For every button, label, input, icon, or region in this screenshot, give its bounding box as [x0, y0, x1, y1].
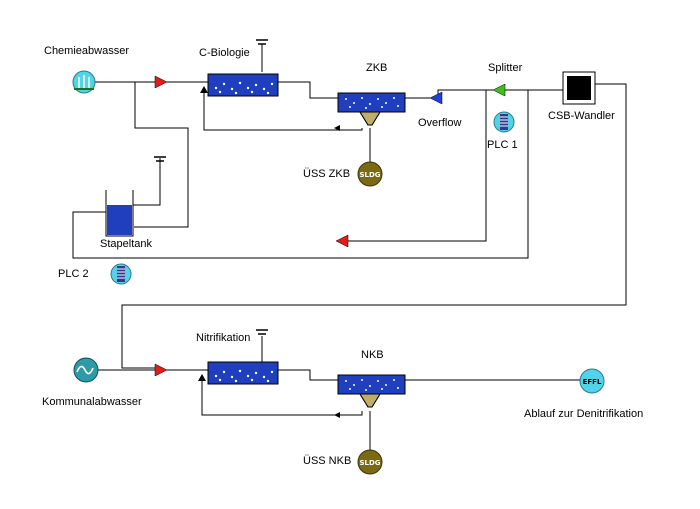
- bypass-mixer: [335, 234, 349, 248]
- plc2-icon[interactable]: [110, 263, 132, 285]
- label-splitter: Splitter: [488, 62, 523, 74]
- chemie-influent-icon[interactable]: [72, 70, 96, 94]
- label-zkb: ZKB: [366, 62, 388, 74]
- effluent-icon[interactable]: EFFL: [579, 368, 605, 394]
- mixer-lower: [154, 363, 168, 377]
- c-biologie-tank: [207, 73, 279, 97]
- label-plc1: PLC 1: [487, 139, 518, 151]
- label-stapeltank: Stapeltank: [100, 238, 152, 250]
- zkb-clarifier: [337, 92, 406, 126]
- label-overflow: Overflow: [418, 117, 462, 129]
- label-plc2: PLC 2: [58, 268, 89, 280]
- nkb-clarifier: [337, 374, 406, 408]
- kommunal-influent-icon[interactable]: [73, 357, 99, 383]
- label-c-biologie: C-Biologie: [199, 47, 250, 59]
- label-uess-nkb: ÜSS NKB: [303, 455, 352, 467]
- sludge-zkb-text: SLDG: [359, 171, 380, 179]
- sludge-nkb-icon[interactable]: SLDG: [357, 449, 383, 475]
- label-uess-zkb: ÜSS ZKB: [303, 168, 351, 180]
- csb-wandler-box: [562, 71, 596, 105]
- label-nitrifikation: Nitrifikation: [196, 332, 251, 344]
- splitter-junction: [492, 83, 506, 97]
- label-chemieabwasser: Chemieabwasser: [44, 45, 129, 57]
- overflow-junction: [429, 91, 443, 105]
- stapeltank-tank: [105, 190, 134, 237]
- nitrifikation-tank: [207, 361, 279, 385]
- label-csb-wandler: CSB-Wandler: [548, 110, 615, 122]
- label-nkb: NKB: [361, 349, 384, 361]
- sludge-zkb-icon[interactable]: SLDG: [357, 161, 383, 187]
- sludge-nkb-text: SLDG: [359, 459, 380, 467]
- effluent-text: EFFL: [583, 378, 602, 386]
- flow-arrows: [198, 86, 340, 418]
- connection-lines: [72, 44, 627, 450]
- label-ablauf: Ablauf zur Denitrifikation: [524, 408, 644, 420]
- label-kommunalabwasser: Kommunalabwasser: [42, 396, 142, 408]
- vent-symbols: [154, 39, 268, 335]
- plc1-icon[interactable]: [493, 111, 515, 133]
- mixer-upper: [154, 75, 168, 89]
